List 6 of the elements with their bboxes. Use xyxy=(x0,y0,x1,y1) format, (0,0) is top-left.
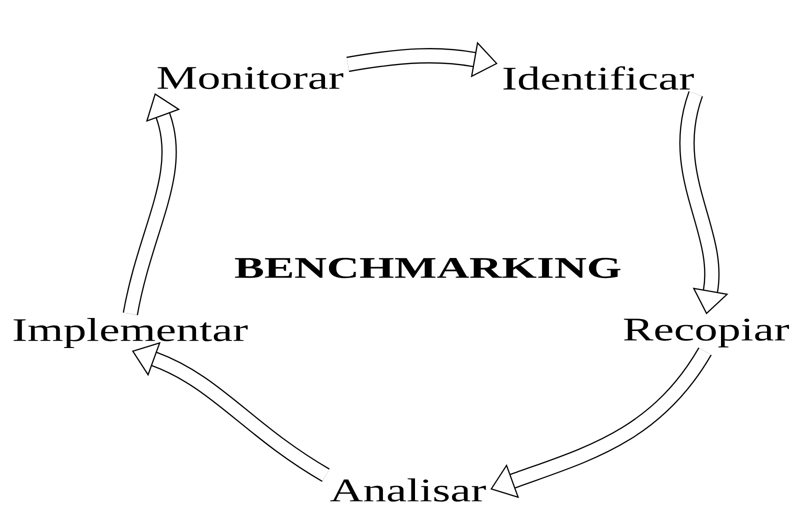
step-label: Analisar xyxy=(330,478,486,502)
step-label: Monitorar xyxy=(158,66,344,90)
step-label: Identificar xyxy=(503,66,694,90)
step-label: Recopiar xyxy=(624,318,789,348)
step-label: Implementar xyxy=(14,318,248,348)
center-title: BENCHMARKING xyxy=(235,258,620,278)
